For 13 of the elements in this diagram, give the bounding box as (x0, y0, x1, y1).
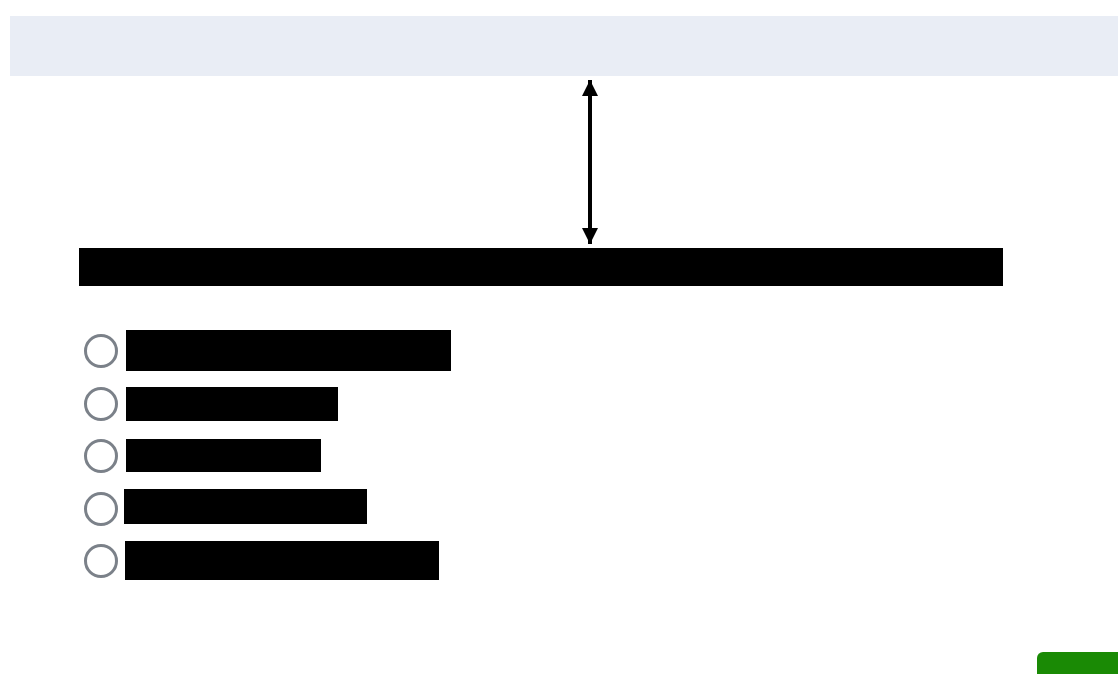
redaction-bar (125, 541, 439, 580)
redaction-bar (126, 387, 338, 421)
redaction-bar (79, 248, 1003, 286)
radio-button (84, 544, 118, 578)
redaction-bar (126, 330, 451, 371)
redaction-bar (124, 489, 367, 524)
double-arrow (582, 80, 598, 244)
radio-button (84, 387, 118, 421)
radio-button (84, 439, 118, 473)
radio-button (84, 334, 118, 368)
button (1037, 652, 1118, 674)
redaction-bar (126, 439, 321, 472)
radio-button (84, 492, 118, 526)
